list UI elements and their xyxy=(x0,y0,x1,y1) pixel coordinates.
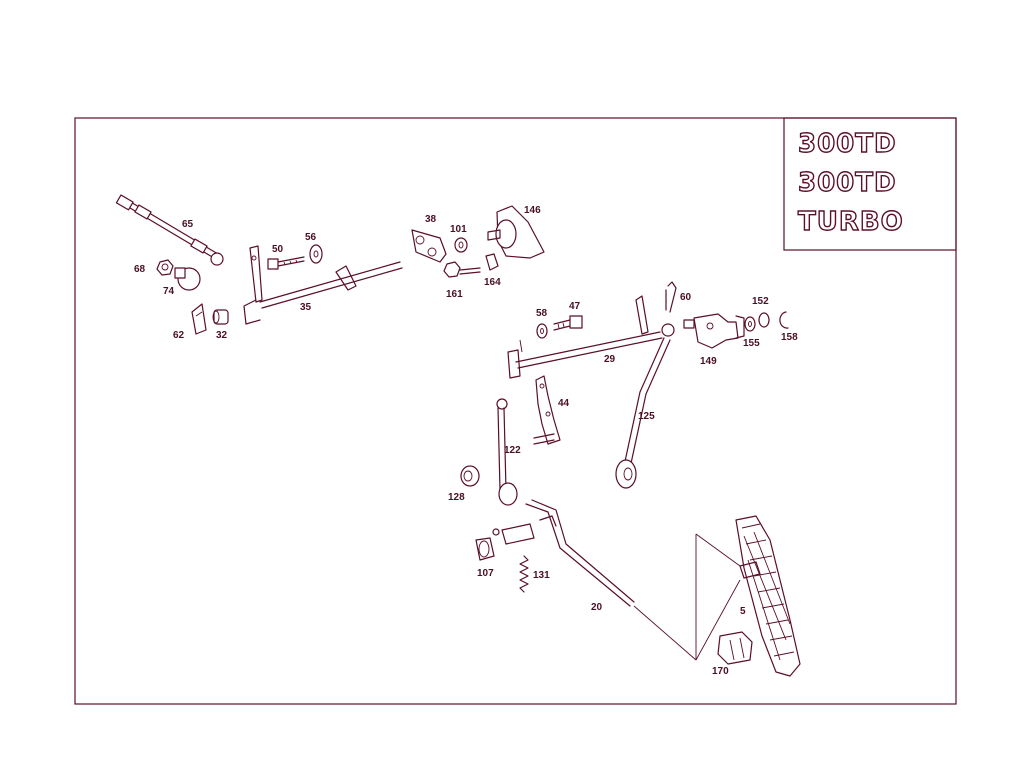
label-125: 125 xyxy=(638,411,655,422)
part-38-bracket xyxy=(411,229,447,263)
part-32-bushing xyxy=(212,309,229,325)
part-56-washer xyxy=(309,244,323,264)
label-161: 161 xyxy=(446,289,463,300)
part-74-ball-cap xyxy=(174,267,201,291)
part-20-pedal-lever xyxy=(492,499,635,607)
part-44-bracket xyxy=(533,375,561,445)
label-68: 68 xyxy=(134,264,146,275)
part-122-link xyxy=(496,398,518,506)
part-29-shaft xyxy=(507,295,663,379)
part-164-clip xyxy=(485,253,499,271)
label-38: 38 xyxy=(425,214,437,225)
part-125-link-rod xyxy=(615,323,675,489)
part-128-rubber-buffer xyxy=(460,465,480,487)
label-107: 107 xyxy=(477,568,494,579)
part-47-bolt xyxy=(553,315,583,331)
label-170: 170 xyxy=(712,666,729,677)
part-149-actuator xyxy=(683,313,745,349)
part-158-circlip xyxy=(779,311,789,329)
badge-300td-middle: 300TD xyxy=(798,168,897,198)
label-155: 155 xyxy=(743,338,760,349)
label-29: 29 xyxy=(604,354,616,365)
part-161-screw xyxy=(443,261,481,278)
part-35-lever-shaft xyxy=(243,245,403,325)
label-60: 60 xyxy=(680,292,692,303)
part-101-washer xyxy=(454,237,468,253)
part-65-connecting-rod xyxy=(115,194,224,266)
label-152: 152 xyxy=(752,296,769,307)
leader-line-20 xyxy=(633,605,697,661)
label-32: 32 xyxy=(216,330,228,341)
label-146: 146 xyxy=(524,205,541,216)
badge-box xyxy=(783,117,957,251)
part-50-bolt xyxy=(267,256,305,270)
label-5: 5 xyxy=(740,606,746,617)
label-101: 101 xyxy=(450,224,467,235)
label-65: 65 xyxy=(182,219,194,230)
part-60-cotter-pin xyxy=(665,281,677,313)
label-164: 164 xyxy=(484,277,501,288)
label-128: 128 xyxy=(448,492,465,503)
diagram-frame xyxy=(74,117,957,705)
part-58-washer xyxy=(536,323,548,339)
label-44: 44 xyxy=(558,398,570,409)
label-47: 47 xyxy=(569,301,581,312)
label-149: 149 xyxy=(700,356,717,367)
part-131-spring xyxy=(519,555,529,593)
label-20: 20 xyxy=(591,602,603,613)
label-131: 131 xyxy=(533,570,550,581)
part-107-stop xyxy=(475,537,495,561)
label-62: 62 xyxy=(173,330,185,341)
label-58: 58 xyxy=(536,308,548,319)
part-152-washer xyxy=(758,312,770,328)
label-158: 158 xyxy=(781,332,798,343)
label-122: 122 xyxy=(504,445,521,456)
label-50: 50 xyxy=(272,244,284,255)
badge-300td-top: 300TD xyxy=(798,129,897,159)
part-68-nut xyxy=(156,259,174,276)
part-146-housing xyxy=(487,205,545,259)
part-155-washer xyxy=(744,316,756,332)
badge-turbo: TURBO xyxy=(798,207,904,237)
part-62-clip xyxy=(191,303,207,335)
label-35: 35 xyxy=(300,302,312,313)
label-56: 56 xyxy=(305,232,317,243)
label-74: 74 xyxy=(163,286,175,297)
part-170-bushing xyxy=(717,631,753,665)
